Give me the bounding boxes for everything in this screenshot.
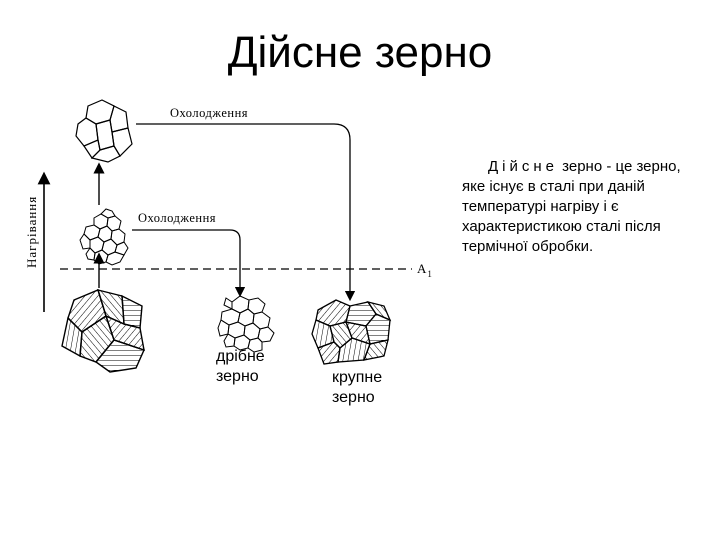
definition-text: Дійсне зерно - це зерно, яке існує в ста…: [462, 157, 698, 257]
fine-grain-label-line1: дрібне: [216, 348, 265, 365]
coarse-grain-label-line2: зерно: [332, 389, 375, 406]
coarse-grain-label: крупне зерно: [332, 368, 382, 408]
fine-grain-structure: [217, 295, 275, 353]
cooling-label-top: Охолодження: [170, 106, 248, 120]
coarse-grain-structure: [311, 299, 392, 365]
cooling-path-top: [136, 123, 356, 302]
fine-grain-label-line2: зерно: [216, 368, 259, 385]
fine-austenite-grains: [79, 208, 129, 266]
definition-term: Дійсне: [488, 158, 558, 175]
fine-grain-label: дрібне зерно: [216, 347, 265, 387]
critical-point-label: A1: [417, 261, 432, 279]
coarse-grain-label-line1: крупне: [332, 369, 383, 386]
heating-axis-label: Нагрівання: [24, 196, 39, 268]
coarse-austenite-grains: [75, 99, 133, 163]
slide-title: Дійсне зерно: [227, 28, 493, 77]
definition-body: зерно - це зерно, яке існує в сталі при …: [462, 158, 681, 255]
cooling-path-middle: [132, 229, 246, 298]
cooling-label-middle: Охолодження: [138, 211, 216, 225]
initial-hatched-grains: [61, 289, 145, 373]
